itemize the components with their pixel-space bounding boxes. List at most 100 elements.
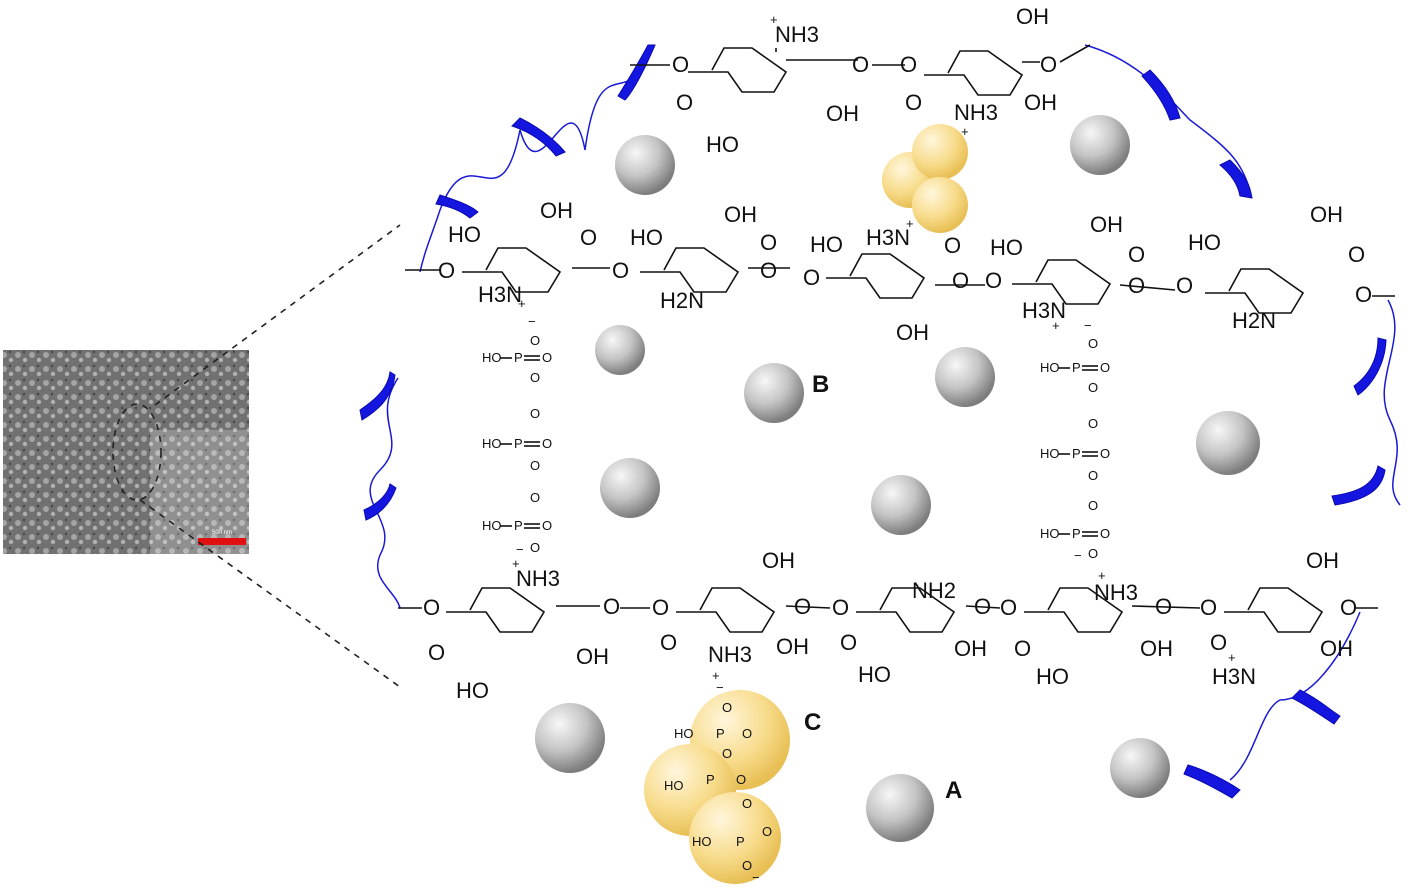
- svg-text:O: O: [660, 630, 677, 655]
- svg-text:O: O: [1176, 273, 1193, 298]
- nanoparticle: [600, 458, 660, 518]
- svg-text:P: P: [1072, 446, 1081, 461]
- svg-text:−: −: [528, 314, 536, 329]
- svg-text:O: O: [530, 333, 540, 348]
- nanoparticle: [1110, 738, 1170, 798]
- protein-ribbon-right: [1331, 299, 1401, 506]
- svg-text:OH: OH: [896, 320, 929, 345]
- svg-text:P: P: [716, 726, 725, 741]
- svg-text:O: O: [438, 258, 455, 283]
- svg-text:+: +: [518, 296, 526, 311]
- svg-text:HO: HO: [448, 222, 481, 247]
- svg-text:HO: HO: [482, 350, 502, 365]
- svg-text:O: O: [542, 350, 552, 365]
- svg-text:O: O: [1100, 446, 1110, 461]
- svg-text:−: −: [716, 680, 724, 695]
- svg-text:+: +: [906, 216, 914, 231]
- svg-text:+: +: [1052, 318, 1060, 333]
- svg-text:O: O: [580, 225, 597, 250]
- svg-text:O: O: [423, 595, 440, 620]
- svg-text:O: O: [1088, 468, 1098, 483]
- tpp-bridge-right: − O HO P O O O HO P O O O HO P O O −: [1040, 318, 1110, 563]
- svg-text:O: O: [530, 458, 540, 473]
- svg-text:O: O: [1088, 336, 1098, 351]
- zoom-guide-lines: [139, 224, 401, 688]
- svg-text:HO: HO: [456, 678, 489, 703]
- svg-text:O: O: [1128, 242, 1145, 267]
- svg-text:O: O: [1014, 636, 1031, 661]
- tpp-cluster-bottom: − O HO P O O HO P O O HO P O O −: [644, 680, 790, 885]
- svg-text:OH: OH: [1090, 212, 1123, 237]
- tpp-bridge-left: − O HO P O O O HO P O O O HO P O O −: [482, 314, 552, 557]
- svg-text:O: O: [944, 233, 961, 258]
- label-c: C: [804, 709, 821, 736]
- svg-text:OH: OH: [1016, 4, 1049, 29]
- chitosan-chain-middle: O O O O O O O O O OH HO O H3N + OH HO O …: [405, 198, 1395, 345]
- svg-text:O: O: [652, 595, 669, 620]
- protein-ribbon-bottom-right: [1183, 611, 1361, 799]
- svg-text:O: O: [852, 52, 869, 77]
- chitosan-chain-bottom: O O O O O O O O O O NH3 + O OH HO OH O N…: [398, 548, 1378, 703]
- svg-text:O: O: [900, 52, 917, 77]
- nanoparticle: [871, 475, 931, 535]
- svg-text:HO: HO: [1040, 360, 1060, 375]
- svg-text:O: O: [736, 772, 746, 787]
- protein-ribbon-top-left: [419, 44, 656, 273]
- svg-text:O: O: [603, 594, 620, 619]
- svg-text:HO: HO: [858, 662, 891, 687]
- svg-text:O: O: [985, 268, 1002, 293]
- svg-text:O: O: [1348, 242, 1365, 267]
- svg-text:+: +: [512, 556, 520, 571]
- svg-text:HO: HO: [706, 132, 739, 157]
- svg-text:OH: OH: [954, 636, 987, 661]
- svg-text:+: +: [1098, 568, 1106, 583]
- svg-text:H3N: H3N: [1022, 298, 1066, 323]
- svg-text:H3N: H3N: [478, 282, 522, 307]
- nanoparticle: [866, 774, 934, 842]
- svg-text:+: +: [961, 124, 969, 139]
- svg-text:O: O: [1128, 273, 1145, 298]
- svg-text:H2N: H2N: [660, 288, 704, 313]
- svg-text:OH: OH: [826, 101, 859, 126]
- svg-text:OH: OH: [540, 198, 573, 223]
- nanoparticle: [535, 703, 605, 773]
- svg-text:O: O: [428, 640, 445, 665]
- svg-text:P: P: [1072, 526, 1081, 541]
- svg-text:O: O: [530, 540, 540, 555]
- svg-text:OH: OH: [576, 644, 609, 669]
- svg-text:HO: HO: [664, 778, 684, 793]
- svg-text:HO: HO: [1040, 526, 1060, 541]
- svg-text:H2N: H2N: [1232, 308, 1276, 333]
- scale-bar-text: 500 nm: [212, 530, 232, 536]
- svg-text:O: O: [722, 746, 732, 761]
- nanoparticle: [935, 347, 995, 407]
- svg-text:H3N: H3N: [1212, 664, 1256, 689]
- svg-text:−: −: [1074, 548, 1082, 563]
- svg-text:P: P: [736, 834, 745, 849]
- svg-text:O: O: [1088, 380, 1098, 395]
- label-b: B: [812, 371, 829, 398]
- svg-text:O: O: [530, 490, 540, 505]
- svg-text:O: O: [1355, 282, 1372, 307]
- svg-text:OH: OH: [1024, 90, 1057, 115]
- label-a: A: [945, 777, 962, 804]
- svg-text:OH: OH: [776, 634, 809, 659]
- svg-text:O: O: [952, 268, 969, 293]
- svg-text:O: O: [762, 824, 772, 839]
- svg-text:O: O: [1200, 595, 1217, 620]
- svg-text:O: O: [530, 406, 540, 421]
- svg-text:NH3: NH3: [516, 566, 560, 591]
- svg-text:P: P: [706, 772, 715, 787]
- svg-text:OH: OH: [1306, 548, 1339, 573]
- svg-text:O: O: [542, 436, 552, 451]
- svg-text:O: O: [742, 796, 752, 811]
- svg-text:O: O: [612, 258, 629, 283]
- svg-text:HO: HO: [1040, 446, 1060, 461]
- svg-text:O: O: [1210, 630, 1227, 655]
- svg-text:O: O: [840, 630, 857, 655]
- svg-text:HO: HO: [674, 726, 694, 741]
- protein-ribbon-left: [359, 371, 401, 609]
- nanoparticle: [615, 135, 675, 195]
- svg-text:OH: OH: [724, 202, 757, 227]
